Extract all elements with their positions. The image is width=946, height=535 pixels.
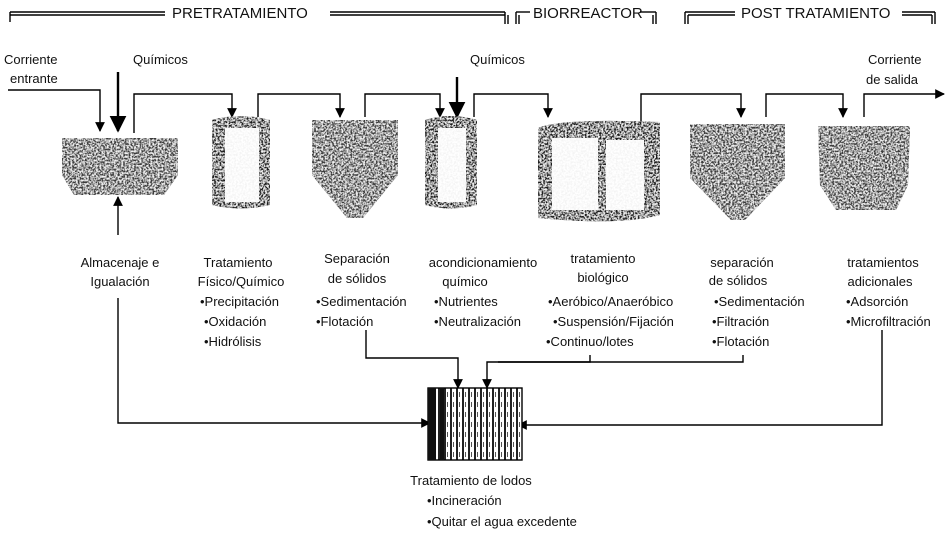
- separacion1-bullet-1: •Sedimentación: [316, 294, 407, 309]
- fisico-bullet-1: •Precipitación: [200, 294, 279, 309]
- quimicos-label-2: Químicos: [470, 52, 525, 67]
- stage-label-separacion-1: Separación de sólidos •Sedimentación •Fl…: [316, 251, 407, 329]
- bio-line1: tratamiento: [570, 251, 635, 266]
- flow-arrow-icon: [117, 298, 431, 428]
- conditioning-tank: [425, 116, 477, 209]
- fisico-line1: Tratamiento: [204, 255, 273, 270]
- fisico-bullet-3: •Hidrólisis: [204, 334, 262, 349]
- header-pretratamiento: PRETRATAMIENTO: [9, 5, 509, 24]
- acond-line2: químico: [442, 274, 488, 289]
- bio-bullet-1: •Aeróbico/Anaeróbico: [548, 294, 673, 309]
- flow-arrow-icon: [498, 355, 744, 363]
- stage-label-almacenaje: Almacenaje e Igualación: [81, 255, 160, 289]
- corriente-entrante-line2: entrante: [10, 71, 58, 86]
- bio-bullet-3: •Continuo/lotes: [546, 334, 634, 349]
- almacenaje-line1: Almacenaje e: [81, 255, 160, 270]
- acond-line1: acondicionamiento: [429, 255, 537, 270]
- separacion2-bullet-3: •Flotación: [712, 334, 769, 349]
- separacion2-bullet-1: •Sedimentación: [714, 294, 805, 309]
- stage-label-biologico: tratamiento biológico •Aeróbico/Anaeróbi…: [546, 251, 674, 349]
- settling-tank-icon: [62, 138, 178, 195]
- separacion2-bullet-2: •Filtración: [712, 314, 769, 329]
- flow-arrow-icon: [473, 93, 553, 118]
- bio-line2: biológico: [577, 270, 628, 285]
- corriente-entrante-line1: Corriente: [4, 52, 57, 67]
- separacion1-bullet-2: •Flotación: [316, 314, 373, 329]
- additional-treatment-tank: [818, 126, 910, 210]
- clarifier-2: [690, 124, 785, 220]
- separacion2-line2: de sólidos: [709, 273, 768, 288]
- chemical-treatment-tank: [212, 116, 270, 209]
- sludge-line1: Tratamiento de lodos: [410, 473, 532, 488]
- biorreactor-title: BIORREACTOR: [533, 5, 643, 22]
- header-post-tratamiento: POST TRATAMIENTO: [684, 5, 936, 24]
- sludge-treatment: [427, 387, 523, 461]
- cone-clarifier-icon: [690, 124, 785, 220]
- flow-arrow-icon: [133, 93, 237, 133]
- bioreactor: [538, 120, 660, 222]
- flow-arrow-icon: [8, 89, 105, 132]
- flow-arrow-icon: [863, 89, 945, 117]
- flow-arrow-icon: [364, 93, 445, 118]
- adicionales-bullet-1: •Adsorción: [846, 294, 908, 309]
- flow-arrow-icon: [517, 330, 883, 430]
- almacenaje-line2: Igualación: [90, 274, 149, 289]
- flow-arrow-icon: [640, 93, 746, 122]
- storage-tank: [62, 138, 178, 195]
- adicionales-line2: adicionales: [847, 274, 913, 289]
- sludge-bullet-1: •Incineración: [427, 493, 502, 508]
- acond-bullet-1: •Nutrientes: [434, 294, 498, 309]
- stage-label-acondicionamiento: acondicionamiento químico •Nutrientes •N…: [429, 255, 537, 329]
- quimicos-label-1: Químicos: [133, 52, 188, 67]
- cone-clarifier-icon: [312, 120, 398, 218]
- header-biorreactor: BIORREACTOR: [515, 5, 657, 24]
- adicionales-bullet-2: •Microfiltración: [846, 314, 931, 329]
- stage-label-separacion-2: separación de sólidos •Sedimentación •Fi…: [709, 255, 805, 349]
- flow-arrow-icon: [365, 330, 463, 389]
- flow-arrow-icon: [257, 93, 345, 118]
- fisico-line2: Físico/Químico: [198, 274, 285, 289]
- stage-label-fisico-quimico: Tratamiento Físico/Químico •Precipitació…: [198, 255, 285, 349]
- flow-arrow-icon: [482, 355, 591, 389]
- separacion2-line1: separación: [710, 255, 774, 270]
- settling-tank-icon: [818, 126, 910, 210]
- post-tratamiento-title: POST TRATAMIENTO: [741, 5, 890, 22]
- separacion1-line1: Separación: [324, 251, 390, 266]
- clarifier-1: [312, 120, 398, 218]
- flow-arrow-icon: [765, 93, 848, 118]
- adicionales-line1: tratamientos: [847, 255, 919, 270]
- pretratamiento-title: PRETRATAMIENTO: [172, 5, 308, 22]
- separacion1-line2: de sólidos: [328, 271, 387, 286]
- stage-label-adicionales: tratamientos adicionales •Adsorción •Mic…: [846, 255, 931, 329]
- bio-bullet-2: •Suspensión/Fijación: [553, 314, 674, 329]
- stage-label-sludge: Tratamiento de lodos •Incineración •Quit…: [410, 473, 577, 529]
- flow-arrows: [8, 72, 945, 430]
- fisico-bullet-2: •Oxidación: [204, 314, 266, 329]
- sludge-bullet-2: •Quitar el agua excedente: [427, 514, 577, 529]
- corriente-salida-line2: de salida: [866, 72, 919, 87]
- corriente-salida-line1: Corriente: [868, 52, 921, 67]
- acond-bullet-2: •Neutralización: [434, 314, 521, 329]
